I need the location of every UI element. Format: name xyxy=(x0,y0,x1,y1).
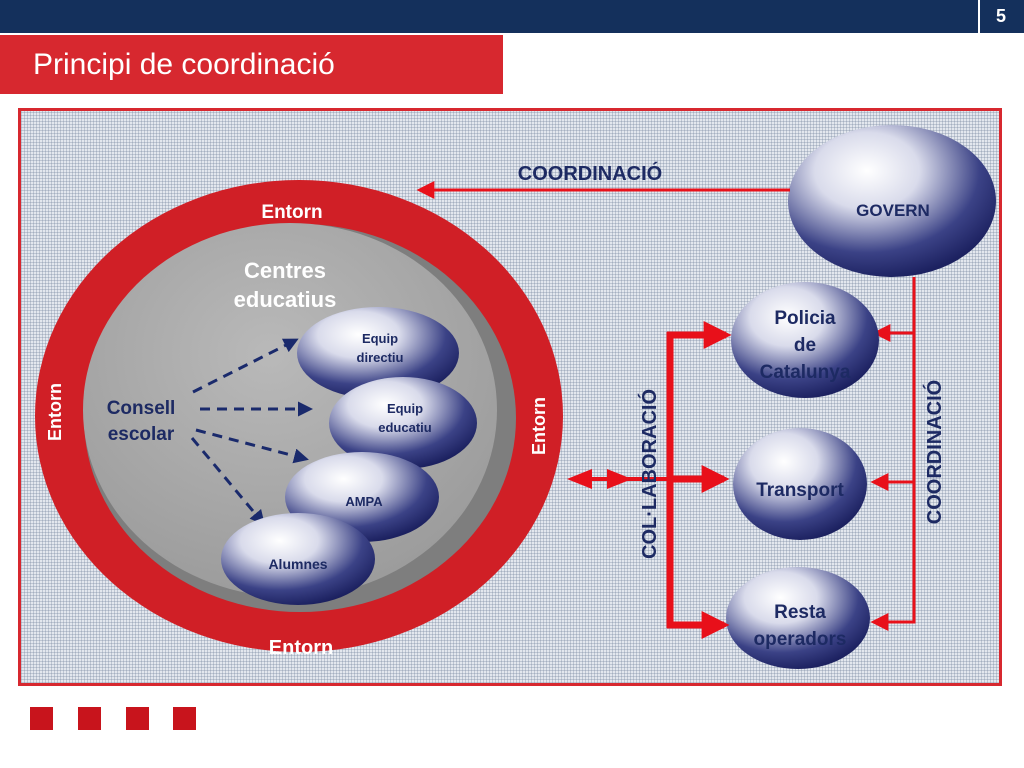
resta-label-1: Resta xyxy=(774,602,826,623)
policia-label-3: Catalunya xyxy=(760,362,851,383)
page-number: 5 xyxy=(978,0,1022,33)
decor-square xyxy=(30,707,53,730)
coordinacio-side-label: COORDINACIÓ xyxy=(922,380,946,524)
title-bar: Principi de coordinació xyxy=(0,35,503,94)
equip-educatiu-label-2: educatiu xyxy=(378,420,432,435)
colaboracio-arrowhead-left xyxy=(567,469,592,489)
resta-node xyxy=(726,567,870,669)
colaboracio-arrowhead-right xyxy=(607,469,632,489)
transport-label: Transport xyxy=(756,480,844,501)
dashed-arrow-ampa xyxy=(195,428,309,464)
colaboracio-label: COL·LABORACIÓ xyxy=(637,389,661,559)
equip-educatiu-label-1: Equip xyxy=(387,401,423,416)
dashed-arrow-alumnes xyxy=(190,437,265,526)
decor-square xyxy=(78,707,101,730)
centres-label-2: educatius xyxy=(234,287,337,312)
centres-label-1: Centres xyxy=(244,258,326,283)
entorn-label-bottom: Entorn xyxy=(269,637,333,659)
policia-node xyxy=(731,282,879,398)
govern-node xyxy=(788,125,996,277)
equip-directiu-node xyxy=(297,307,459,399)
policia-label-1: Policia xyxy=(774,308,836,329)
govern-label: GOVERN xyxy=(856,201,930,220)
transport-node xyxy=(733,428,867,540)
page-title: Principi de coordinació xyxy=(33,48,335,81)
alumnes-node xyxy=(221,513,375,605)
entorn-label-left: Entorn xyxy=(45,383,65,441)
resta-label-2: operadors xyxy=(754,629,847,650)
ampa-label: AMPA xyxy=(345,494,383,509)
policia-label-2: de xyxy=(794,335,816,356)
coordinacio-top-label: COORDINACIÓ xyxy=(518,161,662,185)
equip-directiu-label-2: directiu xyxy=(357,350,404,365)
consell-label-2: escolar xyxy=(108,424,175,445)
coordinacio-side-line xyxy=(878,277,916,624)
alumnes-label: Alumnes xyxy=(268,556,327,572)
dashed-arrow-directiu xyxy=(192,338,299,394)
consell-label-1: Consell xyxy=(107,398,176,419)
entorn-label-top: Entorn xyxy=(261,202,322,223)
decor-square xyxy=(173,707,196,730)
entorn-label-right: Entorn xyxy=(529,397,549,455)
equip-educatiu-node xyxy=(329,377,477,469)
top-bar: 5 xyxy=(0,0,1024,33)
equip-directiu-label-1: Equip xyxy=(362,331,398,346)
decor-square xyxy=(126,707,149,730)
